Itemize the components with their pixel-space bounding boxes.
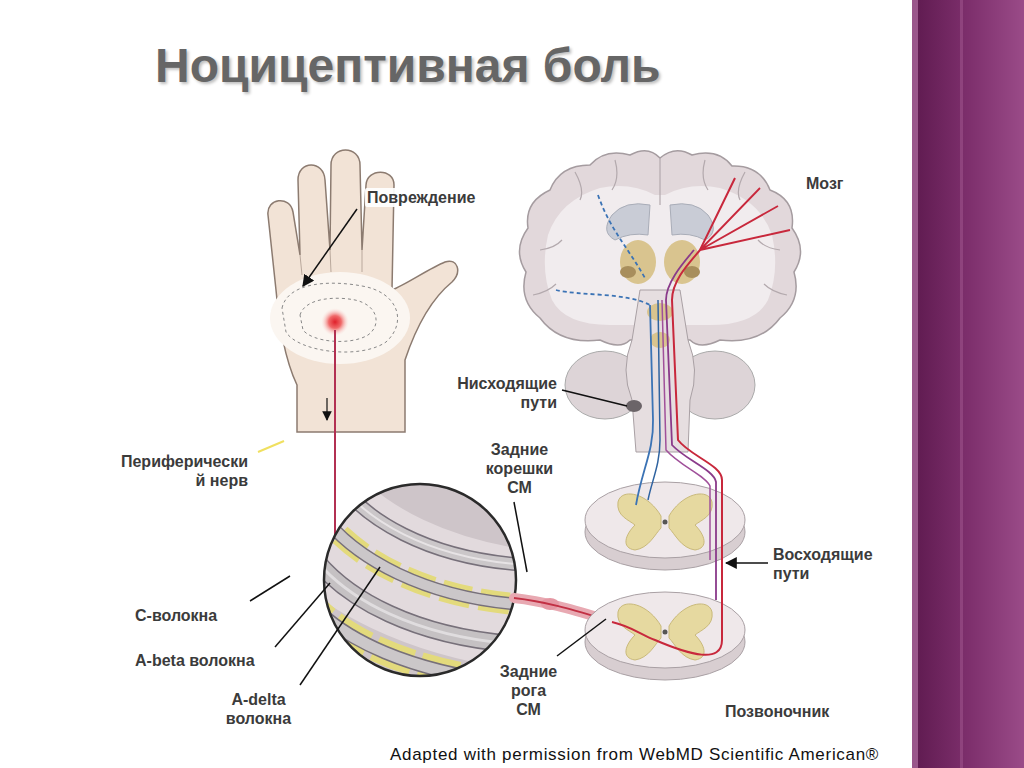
brain [519,151,800,345]
side-band [960,0,963,768]
part-label: Нисходящие пути [456,374,557,412]
ascending-pathways [612,178,735,655]
brain [620,266,636,278]
part-label: Повреждение [365,188,477,207]
descending-pathways [648,300,660,500]
part-label: Позвоночник [725,702,829,721]
part-label: Мозг [806,174,844,193]
leader-line [258,441,284,452]
brain [626,400,642,412]
peripheral-nerve [326,398,327,420]
leader-line [562,390,627,406]
descending-pathways [556,290,650,305]
ascending-pathways [700,188,790,250]
credit-note: Adapted with permission from WebMD Scien… [390,745,879,765]
leader-line [726,562,768,564]
part-label: Периферически й нерв [119,452,248,490]
spinal-cord-upper [663,520,668,525]
peripheral-nerve [334,330,336,536]
hand [270,272,410,364]
peripheral-nerve [327,330,335,536]
hand [282,283,398,352]
spinal-cord-upper [669,494,712,550]
descending-pathways [636,305,653,505]
leader-line [514,502,527,572]
side-band [912,0,1024,768]
part-label: A-delta волокна [225,690,292,728]
brain [533,158,787,295]
spinal-cord-lower [669,604,712,660]
side-band [912,0,918,768]
descending-pathways [556,195,660,505]
brain [664,240,700,284]
ascending-pathways [662,300,710,560]
part-label: Задние рога СМ [499,662,558,720]
part-label: Задние корешки СМ [485,440,554,498]
side-band [912,0,1024,768]
magnified-root [324,484,516,676]
ascending-pathways [612,178,790,655]
part-label: С-волокна [135,606,217,625]
hand [300,250,362,275]
magnified-root [300,470,540,685]
brain [607,204,650,240]
slide-title: Ноцицептивная боль [155,38,661,93]
ascending-pathways [666,250,716,600]
leader-line [303,209,357,286]
leader-line [275,583,330,647]
part-label: A-beta волокна [135,651,255,670]
magnified-root [300,470,540,685]
leader-line [250,209,768,685]
descending-pathways [598,195,646,280]
spinal-cord-upper [618,494,661,550]
spinal-cord-lower [663,630,668,635]
hand [300,298,376,341]
leader-line [250,576,290,601]
part-label: Восходящие пути [773,545,874,583]
leader-line [557,619,606,656]
leader-line [300,567,380,685]
